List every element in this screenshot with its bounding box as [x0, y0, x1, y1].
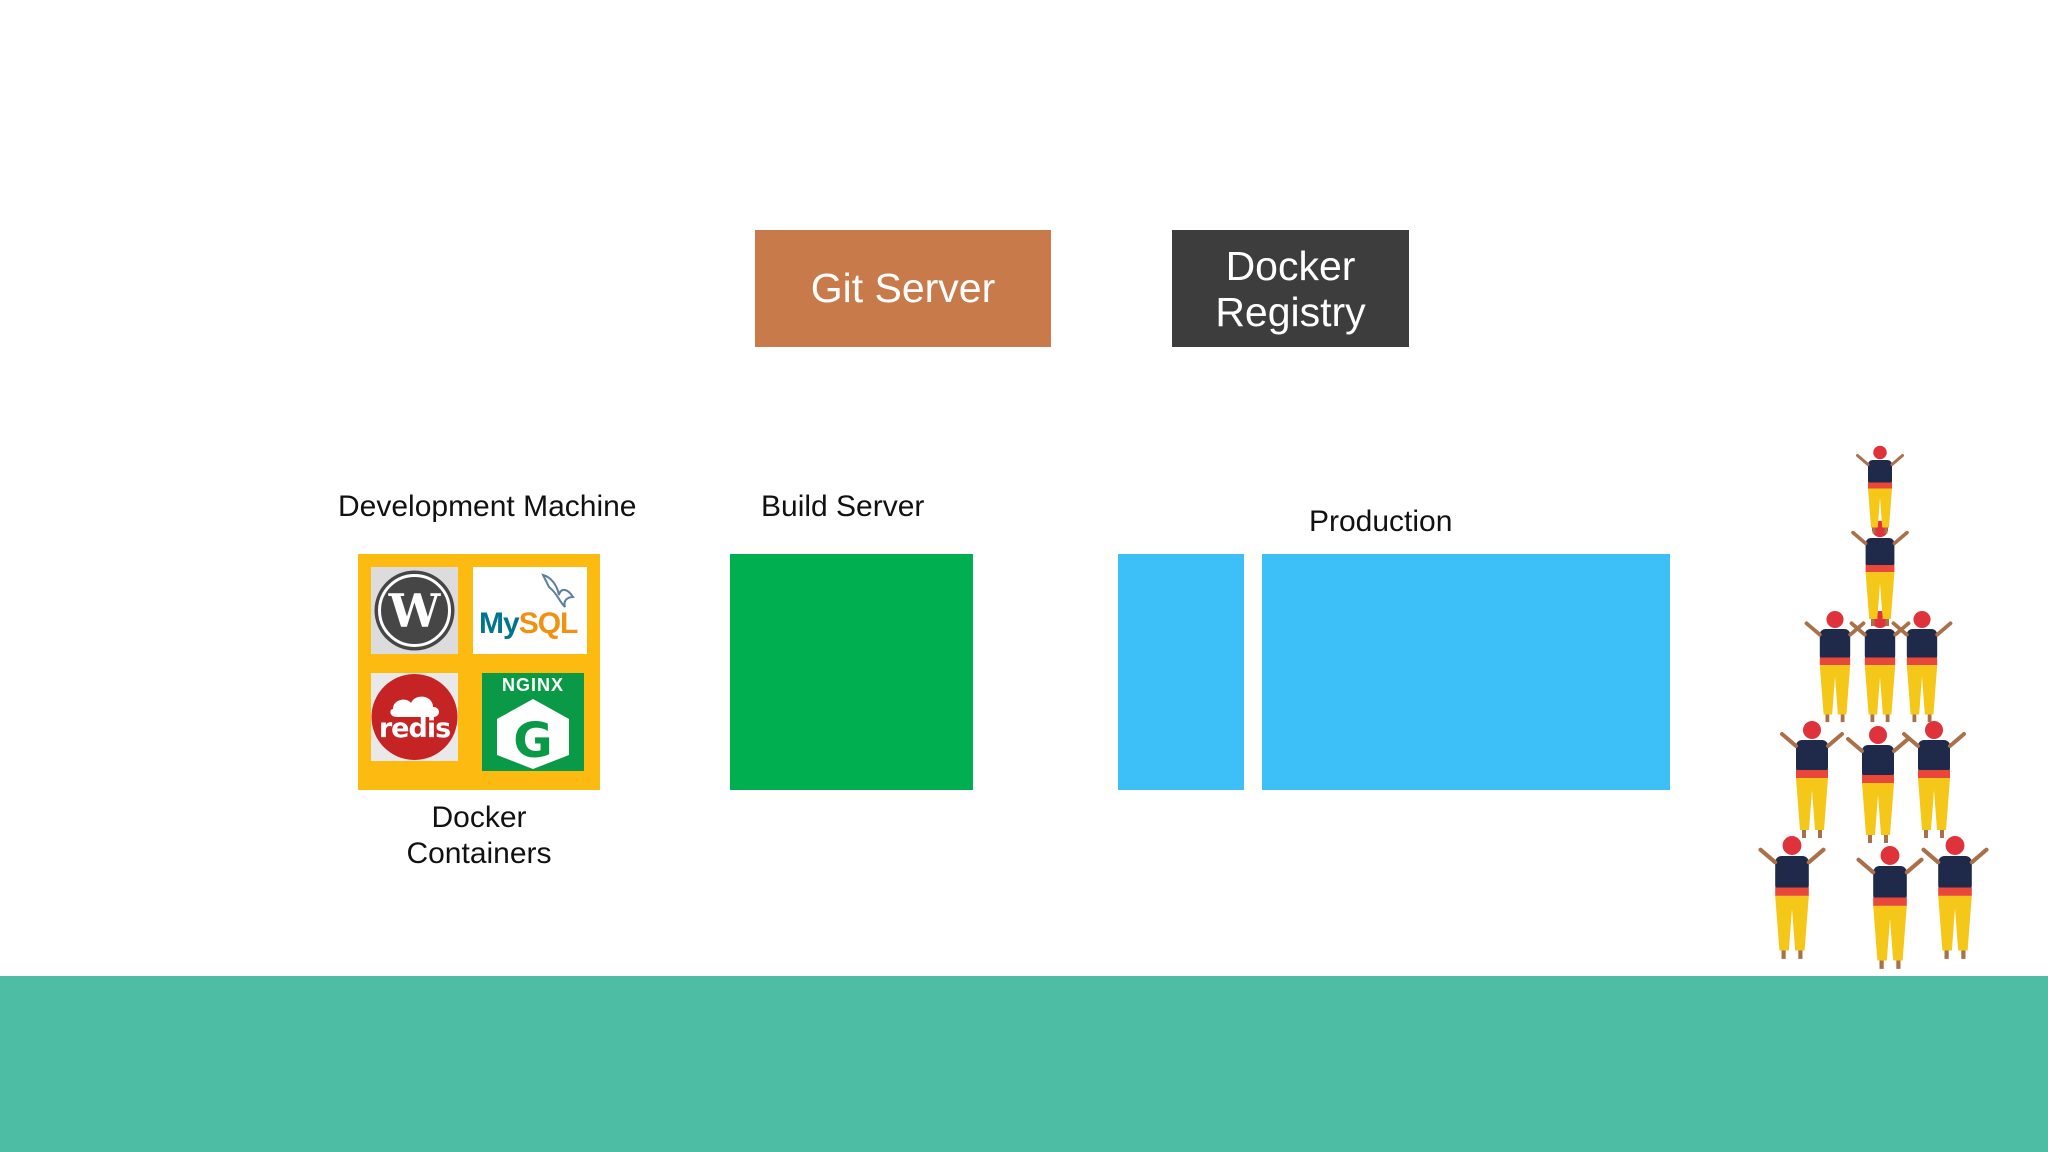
redis-wordmark: redis [379, 713, 450, 744]
docker-registry-label-line1: Docker [1225, 242, 1356, 289]
build-server-label: Build Server [761, 490, 925, 523]
development-machine-panel: W MySQL redis NGINX G [358, 554, 600, 790]
build-server-box [730, 554, 973, 790]
tower-person-head [1803, 721, 1821, 739]
docker-containers-label: Docker Containers [406, 801, 552, 870]
git-server-label: Git Server [810, 265, 996, 311]
production-box-small [1118, 554, 1244, 790]
dolphin-icon [541, 573, 575, 608]
tower-person-head [1782, 836, 1802, 855]
development-machine-label: Development Machine [338, 490, 637, 523]
redis-logo-tile: redis [371, 673, 458, 761]
nginx-hexagon-icon: G [497, 699, 569, 769]
redis-icon: redis [371, 674, 458, 760]
mysql-logo-tile: MySQL [473, 567, 587, 654]
tower-person-head [1880, 846, 1900, 865]
production-box-large [1262, 554, 1670, 790]
tower-person-head [1826, 610, 1844, 629]
docker-registry-box: Docker Registry [1172, 230, 1409, 347]
human-tower-illustration [1758, 445, 1989, 969]
wordpress-glyph: W [388, 584, 442, 638]
tower-person-head [1945, 836, 1965, 855]
tower-person-head [1873, 445, 1887, 460]
docker-registry-label-line2: Registry [1215, 288, 1366, 335]
tower-person-head [1869, 726, 1887, 744]
tower-person-head [1913, 610, 1931, 629]
tower-person-head [1925, 721, 1943, 739]
mysql-wordmark: MySQL [479, 607, 578, 640]
wordpress-icon: W [374, 570, 455, 651]
ground-band [0, 976, 2048, 1152]
production-label: Production [1309, 505, 1453, 538]
nginx-glyph: G [513, 713, 552, 769]
wordpress-logo-tile: W [371, 567, 458, 654]
nginx-logo-tile: NGINX G [482, 673, 584, 771]
git-server-box: Git Server [755, 230, 1051, 347]
nginx-wordmark: NGINX [501, 675, 564, 695]
